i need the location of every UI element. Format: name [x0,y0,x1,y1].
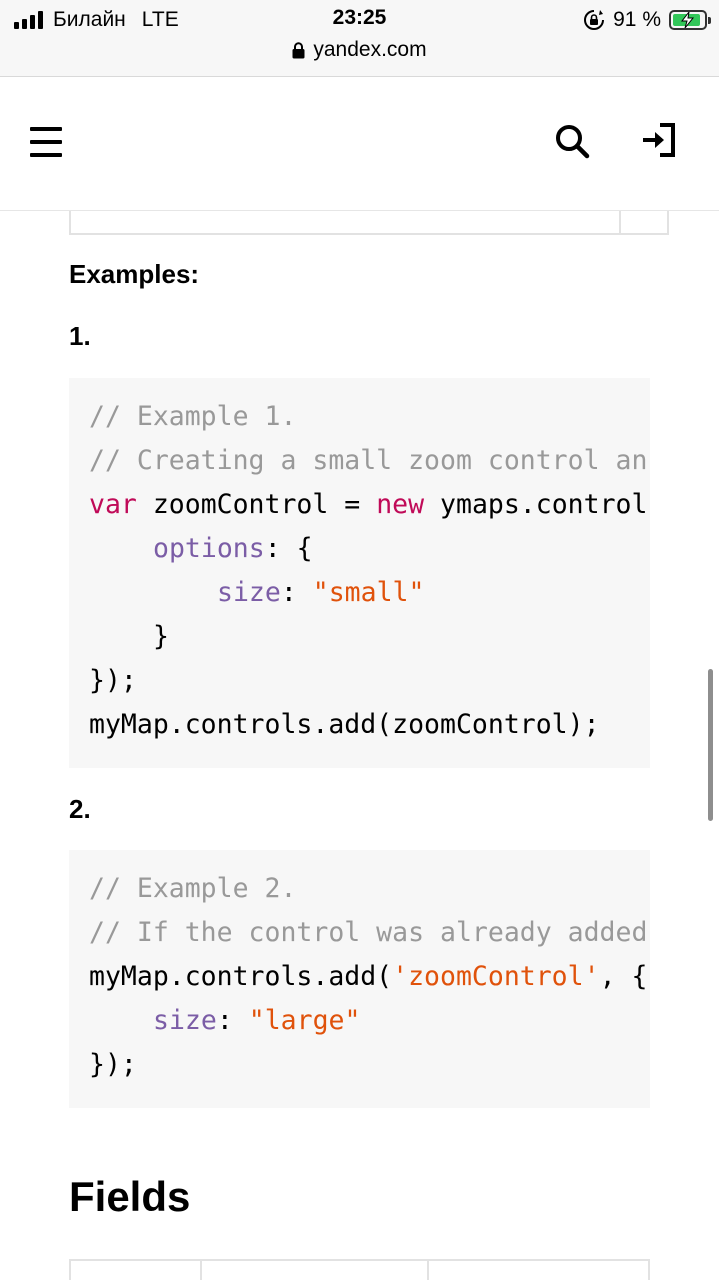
code-line: }); [89,1049,137,1080]
example-number: 1. [69,321,91,351]
code-line: myMap.controls.add(zoomControl); [89,709,600,740]
login-icon[interactable] [640,121,678,159]
code-line: // If the control was already added [89,917,648,948]
fields-table [69,1259,650,1280]
status-bar: Билайн LTE 23:25 91 % yandex.com [0,0,719,77]
code-line: options: { [153,533,313,564]
code-line: myMap.controls.add('zoomControl', { [89,961,648,992]
examples-heading: Examples: [69,259,200,289]
carrier-name: Билайн [53,8,126,31]
code-line: size: "small" [217,577,425,608]
page-content: Examples: 1. // Example 1. // Creating a… [0,211,719,1280]
rotation-lock-icon [584,10,605,30]
code-line: } [153,621,169,652]
battery-icon [669,10,711,30]
fields-heading: Fields [69,1173,191,1220]
lock-icon [292,41,305,58]
address-bar[interactable]: yandex.com [0,38,719,62]
code-block-example-2[interactable]: // Example 2. // If the control was alre… [69,850,650,1108]
table-fragment [69,211,669,235]
code-block-example-1[interactable]: // Example 1. // Creating a small zoom c… [69,378,650,768]
code-line: // Creating a small zoom control an [89,445,648,476]
status-left: Билайн LTE [14,6,179,34]
example-number: 2. [69,794,91,824]
code-line: var zoomControl = new ymaps.control [89,489,648,520]
signal-icon [14,11,43,29]
network-type: LTE [141,8,179,31]
code-line: // Example 1. [89,401,297,432]
site-header [0,77,719,211]
hamburger-icon[interactable] [30,127,62,157]
search-icon[interactable] [554,123,590,159]
url-text: yandex.com [313,38,427,61]
clock: 23:25 [332,6,387,29]
battery-percent: 91 % [613,8,661,31]
code-line: size: "large" [153,1005,361,1036]
status-right: 91 % [583,6,711,34]
code-line: // Example 2. [89,873,297,904]
code-line: }); [89,665,137,696]
page-scrollbar[interactable] [708,669,713,821]
